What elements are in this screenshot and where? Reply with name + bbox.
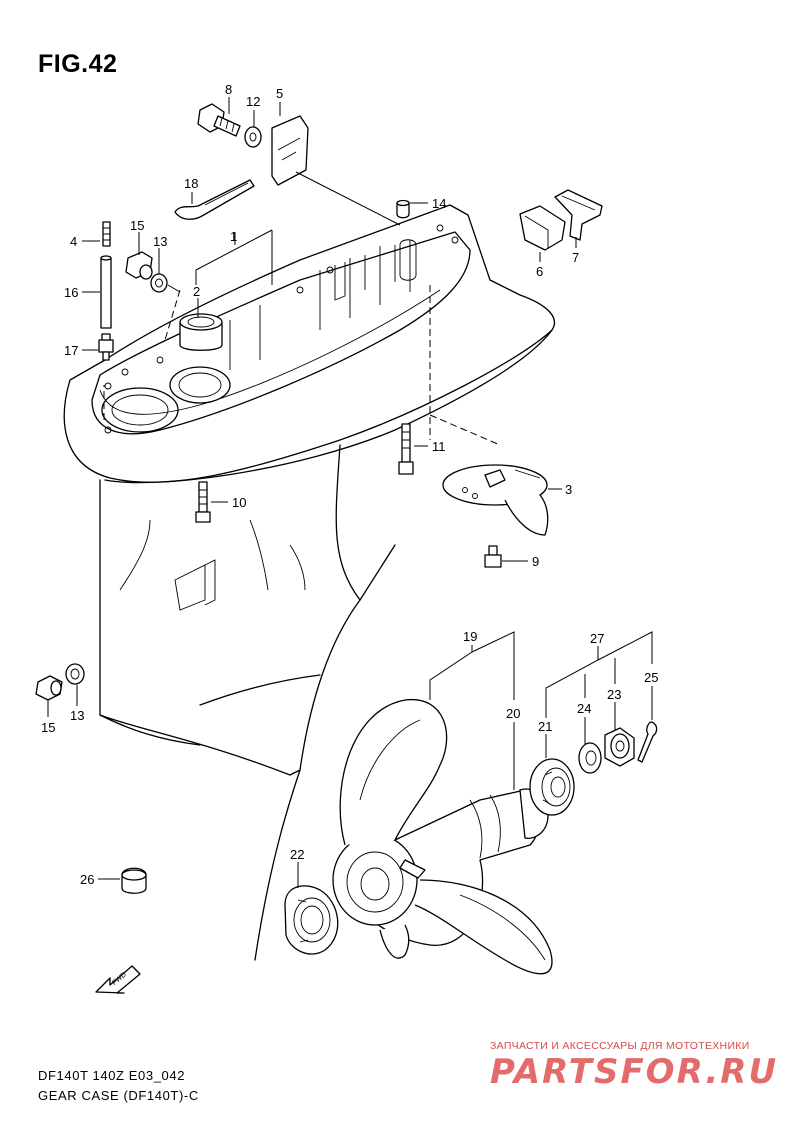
plug-15-bottom xyxy=(35,675,63,701)
stud-4 xyxy=(102,221,111,247)
callout-11: 11 xyxy=(432,439,446,454)
callout-16: 16 xyxy=(64,285,78,300)
callout-9: 9 xyxy=(532,554,539,569)
leader-lines xyxy=(47,97,653,888)
callout-4: 4 xyxy=(70,234,77,249)
washer-24 xyxy=(578,742,602,774)
pin-14 xyxy=(396,199,410,219)
callout-8: 8 xyxy=(225,82,232,97)
callout-2: 2 xyxy=(193,284,200,299)
callout-3: 3 xyxy=(565,482,572,497)
callout-7: 7 xyxy=(572,250,579,265)
watermark-logo: PARTSFOR.RU xyxy=(490,1052,779,1092)
part-6-guard xyxy=(519,205,566,251)
part-5-clip xyxy=(271,115,309,186)
callout-14: 14 xyxy=(432,196,446,211)
callout-26: 26 xyxy=(80,872,94,887)
callout-24: 24 xyxy=(577,701,591,716)
callout-1: 1 xyxy=(230,229,237,244)
callout-5: 5 xyxy=(276,86,283,101)
callout-13-bottom: 13 xyxy=(70,708,84,723)
callout-13-top: 13 xyxy=(153,234,167,249)
bolt-8 xyxy=(197,103,241,137)
washer-12 xyxy=(244,126,262,148)
bolt-10 xyxy=(195,481,211,523)
callout-numbers: 1 2 3 4 5 6 7 8 9 10 11 12 13 13 14 15 1… xyxy=(41,82,658,887)
callout-12: 12 xyxy=(246,94,260,109)
callout-15-bottom: 15 xyxy=(41,720,55,735)
callout-22: 22 xyxy=(290,847,304,862)
callout-10: 10 xyxy=(232,495,246,510)
gasket-13-bottom xyxy=(65,663,85,685)
bolt-9 xyxy=(484,545,502,568)
thrust-washer-22 xyxy=(284,885,339,955)
cotter-pin-25 xyxy=(637,721,658,763)
plug-15-top xyxy=(125,251,153,280)
caption-model: DF140T 140Z E03_042 xyxy=(38,1068,186,1083)
tube-16 xyxy=(100,255,112,329)
callout-15-top: 15 xyxy=(130,218,144,233)
callout-27: 27 xyxy=(590,631,604,646)
callout-19: 19 xyxy=(463,629,477,644)
part-18-strap xyxy=(174,179,255,220)
callout-23: 23 xyxy=(607,687,621,702)
callout-18: 18 xyxy=(184,176,198,191)
callout-25: 25 xyxy=(644,670,658,685)
nut-23 xyxy=(604,727,635,767)
gasket-13-top xyxy=(150,273,168,293)
part-7-bracket xyxy=(554,189,603,241)
figure-title: FIG.42 xyxy=(38,50,118,78)
nipple-17 xyxy=(98,333,114,361)
callout-17: 17 xyxy=(64,343,78,358)
caption-section: GEAR CASE (DF140T)-C xyxy=(38,1088,199,1103)
trim-tab-anode xyxy=(442,464,549,536)
propeller-20 xyxy=(332,699,553,975)
spacer-21 xyxy=(529,758,575,816)
forward-arrow-icon xyxy=(95,965,141,994)
callout-21: 21 xyxy=(538,719,552,734)
gear-case-housing xyxy=(63,204,555,961)
watermark-tagline: ЗАПЧАСТИ И АКСЕССУАРЫ ДЛЯ МОТОТЕХНИКИ xyxy=(490,1040,750,1052)
bolt-11 xyxy=(398,423,414,475)
callout-20: 20 xyxy=(506,706,520,721)
callout-6: 6 xyxy=(536,264,543,279)
cap-26 xyxy=(121,867,147,894)
